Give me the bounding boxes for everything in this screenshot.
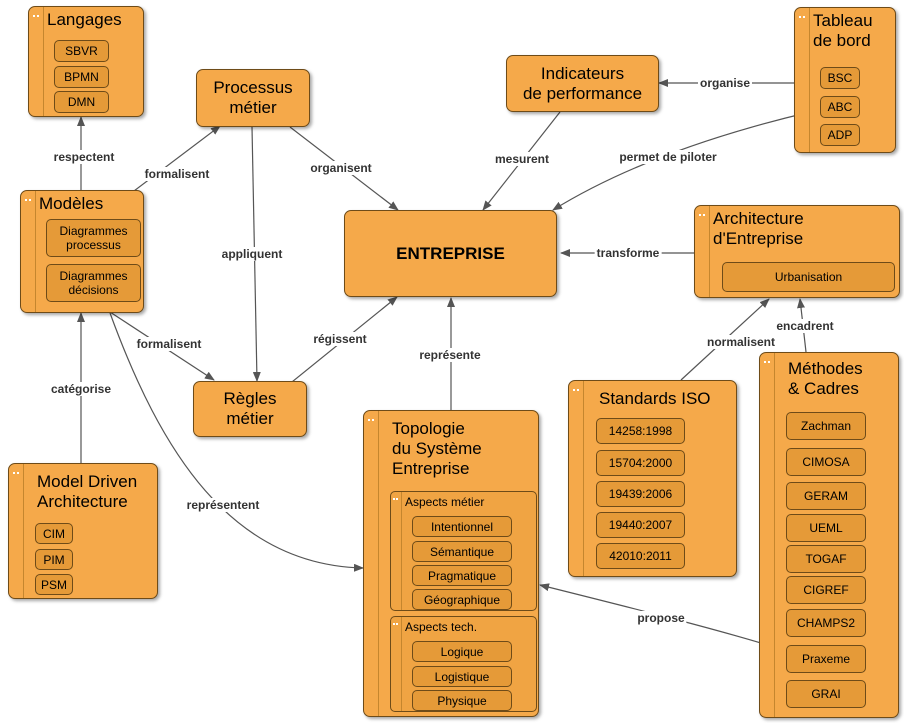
edge-label-represente: représente xyxy=(417,348,483,362)
drag-handle-icon[interactable] xyxy=(695,206,710,297)
item-chip[interactable]: Sémantique xyxy=(412,541,512,562)
group-aspects-tech[interactable]: Aspects tech. Logique Logistique Physiqu… xyxy=(390,616,537,712)
node-title: Langages xyxy=(47,10,122,29)
edge-label-formalisent-processus: formalisent xyxy=(142,167,212,181)
edge-label-organise: organise xyxy=(697,76,753,90)
edge-label-formalisent-regles: formalisent xyxy=(134,337,204,351)
node-processus-metier[interactable]: Processus métier xyxy=(196,69,310,127)
drag-handle-icon[interactable] xyxy=(364,411,379,716)
node-topologie[interactable]: Topologie du Système Entreprise Aspects … xyxy=(363,410,539,717)
item-chip[interactable]: Logique xyxy=(412,641,512,662)
item-chip[interactable]: UEML xyxy=(786,514,866,542)
item-chip[interactable]: DMN xyxy=(54,91,109,113)
node-langages[interactable]: Langages SBVR BPMN DMN xyxy=(28,6,144,117)
item-chip[interactable]: Géographique xyxy=(412,589,512,610)
node-title: Architecture d'Entreprise xyxy=(713,209,804,248)
node-title: Tableau de bord xyxy=(813,11,873,50)
group-aspects-metier[interactable]: Aspects métier Intentionnel Sémantique P… xyxy=(390,491,537,611)
edge-label-regissent: régissent xyxy=(311,332,369,346)
item-chip[interactable]: PSM xyxy=(35,574,73,595)
edge-label-mesurent: mesurent xyxy=(492,152,552,166)
item-chip[interactable]: CIGREF xyxy=(786,576,866,604)
item-chip[interactable]: CIM xyxy=(35,523,73,544)
node-title: Méthodes & Cadres xyxy=(788,359,863,398)
item-chip[interactable]: ADP xyxy=(820,124,860,146)
drag-handle-icon[interactable] xyxy=(391,617,402,711)
item-chip[interactable]: Diagrammes processus xyxy=(46,219,141,257)
edge-label-categorise: catégorise xyxy=(48,382,114,396)
edge-label-encadrent: encadrent xyxy=(774,319,836,333)
node-title: Modèles xyxy=(39,194,104,213)
group-title: Aspects tech. xyxy=(405,620,478,634)
node-architecture[interactable]: Architecture d'Entreprise Urbanisation xyxy=(694,205,900,298)
item-chip[interactable]: GERAM xyxy=(786,482,866,510)
item-chip[interactable]: Logistique xyxy=(412,666,512,687)
node-title: Topologie du Système Entreprise xyxy=(392,419,482,478)
edge-label-representent: représentent xyxy=(184,498,262,512)
item-chip[interactable]: Urbanisation xyxy=(722,262,895,292)
node-indicateurs[interactable]: Indicateurs de performance xyxy=(506,55,659,112)
item-chip[interactable]: ABC xyxy=(820,96,860,118)
edge-label-transforme: transforme xyxy=(594,246,662,260)
edge-label-respectent: respectent xyxy=(51,150,117,164)
group-title: Aspects métier xyxy=(405,495,485,509)
item-chip[interactable]: TOGAF xyxy=(786,545,866,573)
drag-handle-icon[interactable] xyxy=(21,191,36,312)
drag-handle-icon[interactable] xyxy=(760,353,775,717)
item-chip[interactable]: BPMN xyxy=(54,66,109,88)
node-methodes-cadres[interactable]: Méthodes & Cadres Zachman CIMOSA GERAM U… xyxy=(759,352,899,718)
item-chip[interactable]: Praxeme xyxy=(786,645,866,673)
item-chip[interactable]: 42010:2011 xyxy=(596,543,685,569)
drag-handle-icon[interactable] xyxy=(29,7,44,116)
drag-handle-icon[interactable] xyxy=(391,492,402,610)
drag-handle-icon[interactable] xyxy=(795,8,810,152)
edge-label-normalisent: normalisent xyxy=(704,335,778,349)
item-chip[interactable]: GRAI xyxy=(786,680,866,708)
edge-label-appliquent: appliquent xyxy=(219,247,285,261)
item-chip[interactable]: SBVR xyxy=(54,40,109,62)
item-chip[interactable]: 19439:2006 xyxy=(596,481,685,507)
item-chip[interactable]: BSC xyxy=(820,67,860,89)
item-chip[interactable]: 19440:2007 xyxy=(596,512,685,538)
edge-label-permet-de-piloter: permet de piloter xyxy=(617,150,719,164)
item-chip[interactable]: Intentionnel xyxy=(412,516,512,537)
item-chip[interactable]: CIMOSA xyxy=(786,448,866,476)
item-chip[interactable]: 14258:1998 xyxy=(596,418,685,444)
drag-handle-icon[interactable] xyxy=(569,381,584,576)
drag-handle-icon[interactable] xyxy=(9,464,24,598)
node-standards-iso[interactable]: Standards ISO 14258:1998 15704:2000 1943… xyxy=(568,380,737,577)
edge-label-organisent: organisent xyxy=(308,161,374,175)
item-chip[interactable]: PIM xyxy=(35,549,73,570)
node-entreprise[interactable]: ENTREPRISE xyxy=(344,210,557,297)
item-chip[interactable]: 15704:2000 xyxy=(596,450,685,476)
item-chip[interactable]: CHAMPS2 xyxy=(786,609,866,637)
item-chip[interactable]: Diagrammes décisions xyxy=(46,264,141,302)
node-model-driven-architecture[interactable]: Model Driven Architecture CIM PIM PSM xyxy=(8,463,158,599)
node-title: Standards ISO xyxy=(599,389,711,408)
item-chip[interactable]: Zachman xyxy=(786,412,866,440)
edge-representent xyxy=(109,312,364,572)
node-tableau-de-bord[interactable]: Tableau de bord BSC ABC ADP xyxy=(794,7,896,153)
edge-label-propose: propose xyxy=(635,611,687,625)
node-modeles[interactable]: Modèles Diagrammes processus Diagrammes … xyxy=(20,190,144,313)
node-regles-metier[interactable]: Règles métier xyxy=(193,381,307,437)
item-chip[interactable]: Pragmatique xyxy=(412,565,512,586)
node-title: Model Driven Architecture xyxy=(37,472,138,511)
item-chip[interactable]: Physique xyxy=(412,690,512,711)
